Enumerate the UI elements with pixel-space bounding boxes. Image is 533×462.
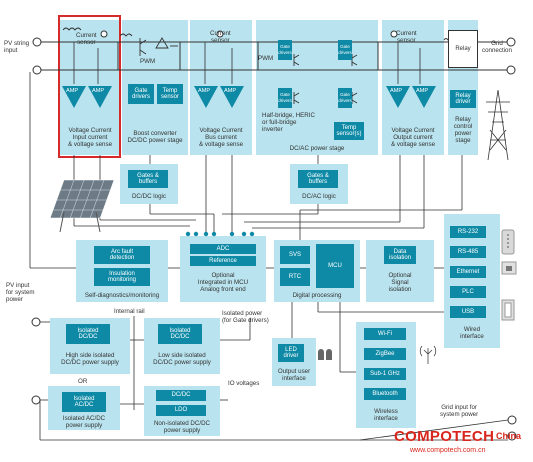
transmission-tower-icon <box>486 89 510 161</box>
data-isolation-box: Data isolation <box>384 246 416 264</box>
usb-port-icon <box>501 299 515 321</box>
dcdc-logic-label: DC/DC logic <box>131 193 167 200</box>
rs485-box: RS-485 <box>450 246 486 258</box>
zigbee-box: ZigBee <box>364 348 406 360</box>
amp-triangle <box>88 86 112 108</box>
acdc-iso-box: Isolated AC/DC <box>62 392 106 412</box>
grid-input-label: Grid input for system power <box>440 404 479 418</box>
amp-label: AMP <box>416 88 429 94</box>
hs-iso-label: High side isolated DC/DC power supply <box>61 352 119 366</box>
relay-stage-label: Relay control power stage <box>453 116 473 144</box>
watermark-brand: COMPOTECH <box>394 428 495 445</box>
grid-connection-label: Grid connection <box>482 40 512 54</box>
wifi-box: Wi-Fi <box>364 328 406 340</box>
ldo-box: LDO <box>156 405 206 416</box>
pv-string-input-label: PV string input <box>4 40 30 54</box>
temp-sensors-box: Temp sensor(s) <box>334 122 364 140</box>
plc-box: PLC <box>450 286 486 298</box>
rtc-box: RTC <box>280 268 310 286</box>
insulation-box: Insulation monitoring <box>94 268 150 286</box>
relay-driver-box: Relay driver <box>450 90 476 108</box>
isolation-label: Optional Signal isolation <box>388 272 412 293</box>
wired-label: Wired interface <box>460 326 484 340</box>
bus-sense-label: Voltage Current Bus current & voltage se… <box>198 127 244 148</box>
amp-label: AMP <box>92 88 105 94</box>
gate-driver-box: Gate drivers <box>338 40 352 60</box>
led-driver-box: LED driver <box>278 344 304 362</box>
pwm-label: PWM <box>258 55 274 62</box>
solar-panel <box>49 179 115 219</box>
amp-triangle <box>386 86 410 108</box>
inverter-type-label: Half-bridge, HERIC or full-bridge invert… <box>262 112 315 133</box>
ethernet-port-icon <box>501 261 517 275</box>
ethernet-box: Ethernet <box>450 266 486 278</box>
relay-box: Relay <box>448 30 478 68</box>
output-sense-label: Voltage Current Output current & voltage… <box>390 127 436 148</box>
ui-label: Output user interface <box>277 368 311 382</box>
watermark-china: China <box>496 431 522 441</box>
rs232-box: RS-232 <box>450 226 486 238</box>
self-diag-label: Self-diagnostics/monitoring <box>84 292 160 299</box>
led-icon <box>318 349 332 360</box>
boost-label: Boost converter DC/DC power stage <box>127 130 183 144</box>
ls-iso-dcdc-box: Isolated DC/DC <box>158 324 202 344</box>
pv-system-power-label: PV input for system power <box>6 282 35 303</box>
current-sensor-label: Current sensor <box>210 30 231 44</box>
amp-label: AMP <box>66 88 79 94</box>
amp-label: AMP <box>224 88 237 94</box>
db9-port-icon <box>501 229 515 255</box>
adc-box: ADC <box>190 244 256 254</box>
dcac-label: DC/AC power stage <box>289 145 345 152</box>
svs-box: SVS <box>280 246 310 264</box>
gates-buffers-box: Gates & buffers <box>128 170 168 188</box>
gate-drivers-box: Gate drivers <box>128 84 154 104</box>
amp-triangle <box>194 86 218 108</box>
nonisolated-label: Non-isolated DC/DC power supply <box>153 420 211 434</box>
reference-box: Reference <box>190 256 256 266</box>
usb-box: USB <box>450 306 486 318</box>
hs-iso-dcdc-box: Isolated DC/DC <box>66 324 110 344</box>
or-label: OR <box>78 378 88 385</box>
highlight-frame <box>58 15 121 158</box>
temp-sensor-box: Temp sensor <box>157 84 183 104</box>
ls-iso-label: Low side isolated DC/DC power supply <box>153 352 211 366</box>
gates-buffers-box: Gates & buffers <box>298 170 338 188</box>
gate-driver-box: Gate drivers <box>278 88 292 108</box>
amp-label: AMP <box>198 88 211 94</box>
dcac-logic-label: DC/AC logic <box>302 193 336 200</box>
afe-label: Optional Integrated in MCU Analog front … <box>197 272 249 293</box>
amp-triangle <box>62 86 86 108</box>
antenna-icon <box>419 345 437 364</box>
io-voltages-label: IO voltages <box>228 380 260 387</box>
isolated-power-label: Isolated power (for Gate drivers) <box>222 310 269 324</box>
input-sense-label: Voltage Current Input current & voltage … <box>67 127 113 148</box>
pwm-label: PWM <box>140 58 156 65</box>
amp-triangle <box>412 86 436 108</box>
gate-driver-box: Gate drivers <box>338 88 352 108</box>
bluetooth-box: Bluetooth <box>364 388 406 400</box>
current-sensor-label: Current sensor <box>76 32 97 46</box>
internal-rail-label: Internal rail <box>114 308 145 315</box>
current-sensor-label: Current sensor <box>396 30 417 44</box>
watermark-url: www.compotech.com.cn <box>410 447 486 454</box>
dcdc-box: DC/DC <box>156 390 206 401</box>
wireless-label: Wireless interface <box>374 408 398 422</box>
mcu-box: MCU <box>316 244 354 288</box>
sub1ghz-box: Sub-1 GHz <box>364 368 406 380</box>
acdc-iso-label: Isolated AC/DC power supply <box>62 415 106 429</box>
arc-fault-box: Arc fault detection <box>94 246 150 264</box>
digital-label: Digital processing <box>292 292 342 299</box>
amp-label: AMP <box>390 88 403 94</box>
gate-driver-box: Gate drivers <box>278 40 292 60</box>
amp-triangle <box>220 86 244 108</box>
